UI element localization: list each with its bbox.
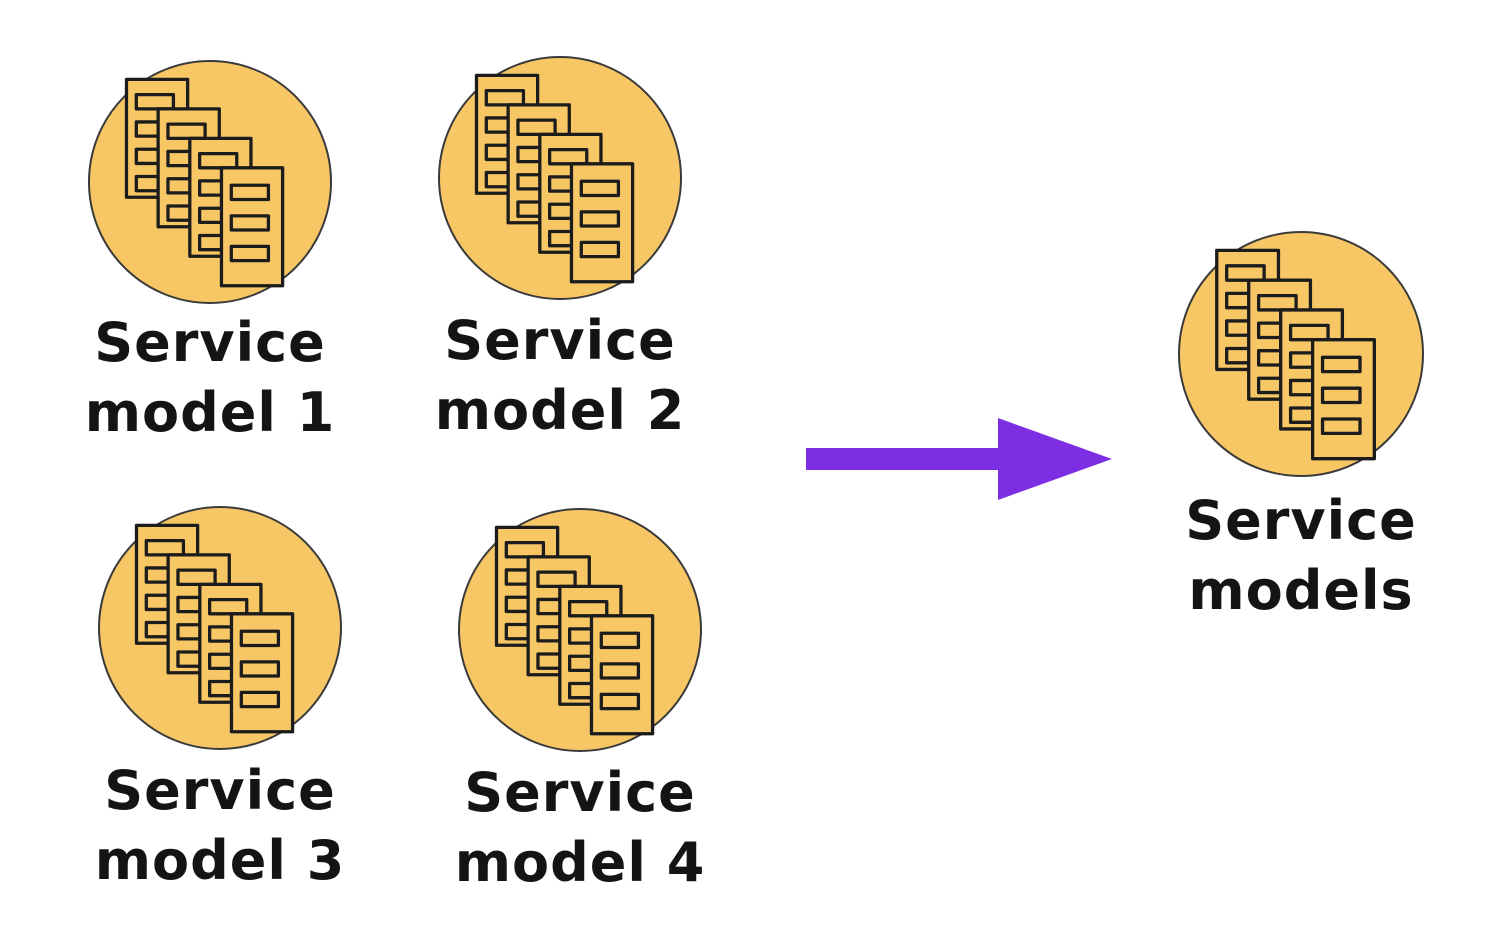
service-model-3-label: Service model 3 [60, 756, 380, 896]
label-line: Service [1185, 489, 1417, 552]
service-model-4-circle [458, 508, 702, 752]
label-line: Service [104, 759, 336, 822]
service-model-2-label: Service model 2 [400, 306, 720, 446]
right-arrow-icon [806, 418, 1112, 500]
label-line: model 1 [84, 381, 336, 444]
service-model-1-circle [88, 60, 332, 304]
documents-stack-icon [475, 71, 645, 285]
service-model-4-label: Service model 4 [420, 758, 740, 898]
service-model-3-circle [98, 506, 342, 750]
label-line: model 4 [454, 831, 706, 894]
label-line: Service [444, 309, 676, 372]
label-line: Service [94, 311, 326, 374]
label-line: models [1188, 559, 1414, 622]
label-line: Service [464, 761, 696, 824]
service-models-circle [1178, 231, 1424, 477]
documents-stack-icon [495, 523, 665, 737]
service-model-2-circle [438, 56, 682, 300]
label-line: model 3 [94, 829, 346, 892]
service-model-1-label: Service model 1 [50, 308, 370, 448]
documents-stack-icon [135, 521, 305, 735]
documents-stack-icon [125, 75, 295, 289]
service-models-label: Service models [1141, 486, 1461, 626]
label-line: model 2 [434, 379, 686, 442]
documents-stack-icon [1215, 246, 1387, 462]
